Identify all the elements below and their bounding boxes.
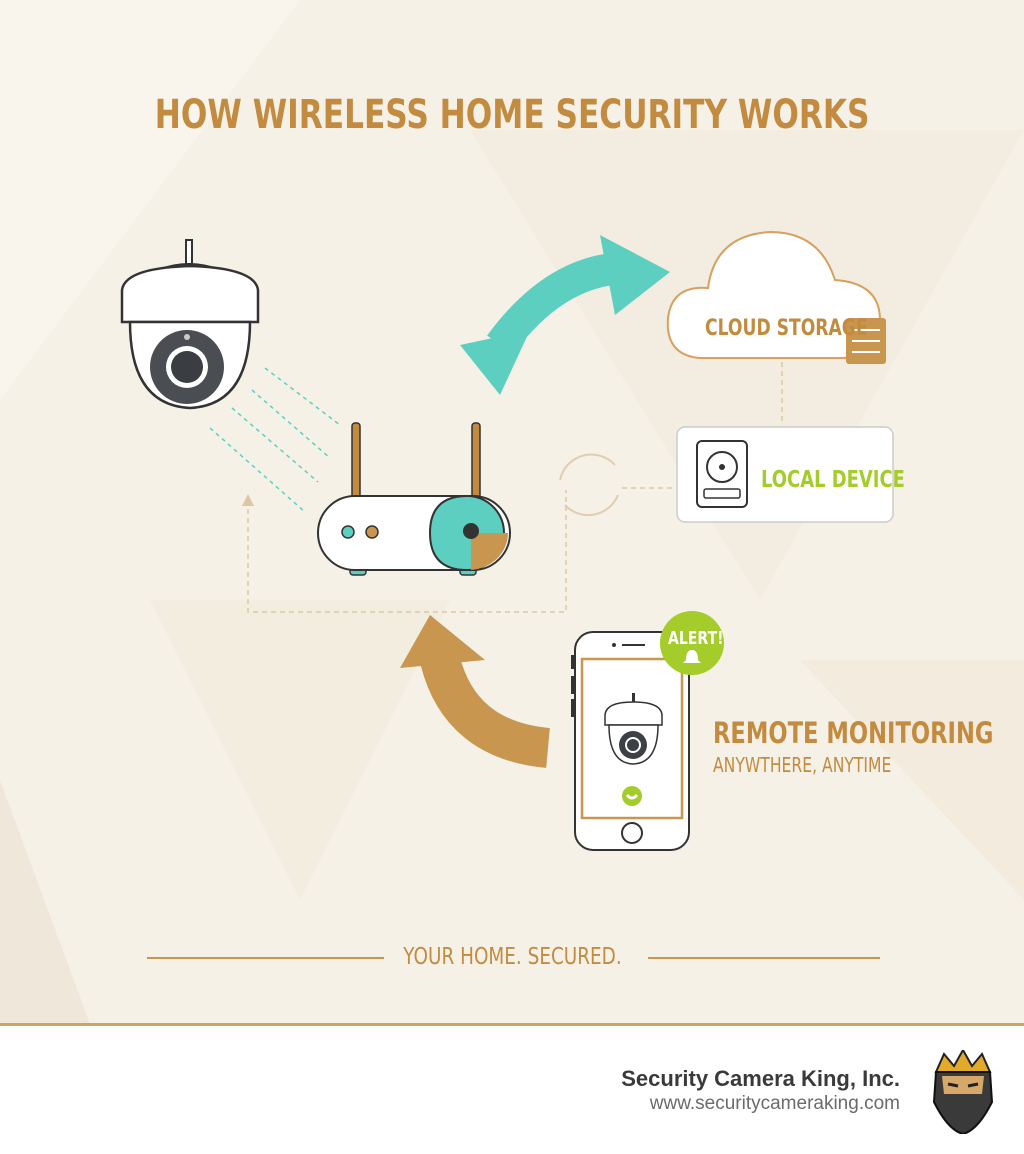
local-device-card <box>676 426 894 523</box>
remote-monitoring-subtitle: ANYWTHERE, ANYTIME <box>713 753 892 777</box>
brand-name: Security Camera King, Inc. <box>621 1066 900 1091</box>
bg-facet <box>0 0 300 400</box>
brand-url[interactable]: www.securitycameraking.com <box>649 1093 900 1114</box>
sync-icon <box>559 453 619 517</box>
gold-curved-arrow <box>400 615 551 768</box>
bg-facet <box>0 780 90 1024</box>
footer-divider <box>0 1023 1024 1026</box>
dome-camera-icon <box>604 693 663 765</box>
local-device-label: LOCAL DEVICE <box>761 467 905 493</box>
king-logo-icon <box>932 1050 994 1134</box>
infographic: HOW WIRELESS HOME SECURITY WORKS CLOUD S… <box>0 0 1024 1024</box>
footer-brand: Security Camera King, Inc. www.securityc… <box>621 1066 900 1115</box>
cloud-storage-label: CLOUD STORAGE <box>705 316 868 341</box>
bell-icon <box>683 650 701 663</box>
status-ok-icon <box>622 786 642 806</box>
bg-facet <box>150 600 450 900</box>
teal-bidirectional-arrow <box>460 235 670 395</box>
wireless-signal-lines <box>209 367 341 513</box>
tagline: YOUR HOME. SECURED. <box>402 944 622 970</box>
diagram-art <box>0 0 1024 1024</box>
arrowhead-icon <box>242 494 254 506</box>
bg-facet <box>800 660 1024 900</box>
cloud-storage-icon <box>666 230 886 364</box>
dashed-connections <box>247 362 783 613</box>
dome-camera-icon <box>120 239 260 410</box>
page-title: HOW WIRELESS HOME SECURITY WORKS <box>154 92 870 138</box>
bg-facet <box>470 130 1024 600</box>
wifi-router-icon <box>317 422 511 576</box>
smartphone-icon <box>571 631 690 851</box>
remote-monitoring-title: REMOTE MONITORING <box>713 716 994 750</box>
alert-label: ALERT! <box>668 628 724 649</box>
alert-badge <box>660 611 724 675</box>
